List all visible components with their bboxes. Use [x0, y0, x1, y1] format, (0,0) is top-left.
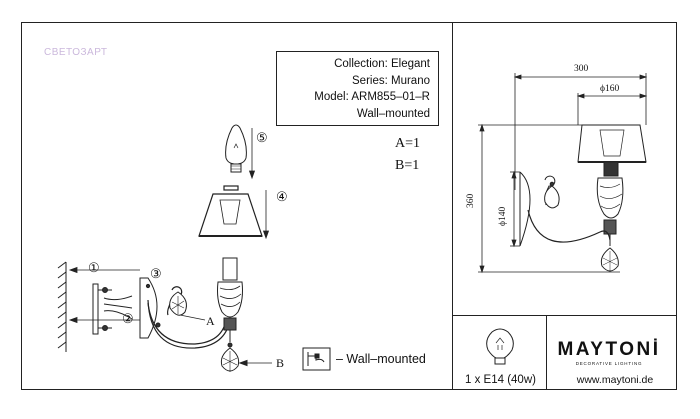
- bulb-arrow-icon: [248, 128, 256, 180]
- mounting-arrows-icon: [68, 266, 140, 324]
- step-4-label: ④: [276, 189, 288, 204]
- part-a-label: A: [206, 314, 215, 328]
- bulb-icon: [225, 124, 247, 173]
- crystal-b-icon: [220, 342, 272, 372]
- footer-bulb-icon: [486, 328, 514, 365]
- watermark-logo: СВЕТОЗАРТ: [44, 47, 108, 58]
- outer-frame: [21, 22, 677, 390]
- brand-logo: MAYTONİ: [557, 339, 661, 360]
- bracket-icon: [92, 283, 133, 335]
- step-2-label: ②: [122, 311, 134, 326]
- mounting-text: Wall–mounted: [356, 107, 430, 120]
- step-1-label: ①: [88, 260, 100, 275]
- shade-arrow-icon: [262, 190, 270, 240]
- crystal-a-icon: [169, 291, 206, 321]
- collection-text: Collection: Elegant: [334, 58, 430, 70]
- series-text: Series: Murano: [352, 74, 430, 87]
- side-view-lamp-icon: [519, 124, 647, 272]
- lampshade-icon: [198, 185, 263, 237]
- brand-url: www.maytoni.de: [576, 374, 654, 386]
- shade-diameter-dimension: ϕ160: [600, 84, 620, 94]
- width-dimension: 300: [574, 64, 589, 74]
- lamp-spec: 1 x E14 (40w): [465, 374, 536, 386]
- quantity-b: B=1: [395, 158, 420, 173]
- model-text: Model: ARM855–01–R: [314, 91, 430, 103]
- footer-divider-vertical: [546, 315, 547, 390]
- height-dimension: 360: [466, 193, 476, 208]
- quantity-a: A=1: [395, 136, 421, 151]
- plate-diameter-dimension: ϕ140: [498, 206, 508, 226]
- step-5-label: ⑤: [256, 130, 268, 145]
- wall-mounted-legend: – Wall–mounted: [336, 352, 426, 366]
- wall-mount-legend-icon: [302, 347, 331, 371]
- step-3-label: ③: [150, 266, 162, 281]
- brand-tagline: DECORATIVE LIGHTING: [575, 361, 643, 366]
- part-b-label: B: [276, 356, 285, 370]
- column-icon: [217, 257, 243, 342]
- footer-divider: [452, 315, 677, 316]
- product-info-box: Collection: Elegant Series: Murano Model…: [276, 51, 439, 126]
- panel-divider: [452, 22, 453, 390]
- wall-icon: [57, 261, 67, 352]
